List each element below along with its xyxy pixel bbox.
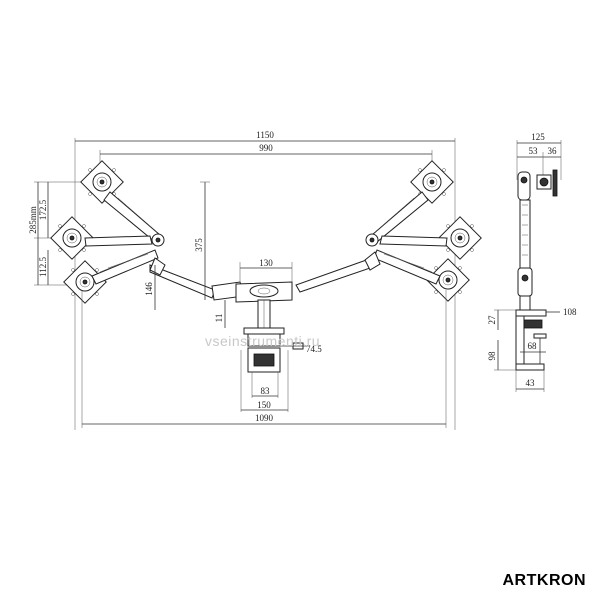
dim-pole-height: 146 [144,282,154,296]
desk-clamp [243,327,304,373]
dim-vesa-span: 285mm [28,206,38,234]
dim-bottom-width: 1090 [255,413,274,423]
dim-side-clamp-height: 98 [487,351,497,361]
dim-clamp-outer: 150 [257,400,271,410]
brand-logo: ARTKRON [502,572,586,589]
right-gas-arm [295,191,448,293]
dim-upper-step: 172.5 [38,199,48,220]
dim-base-gap: 11 [214,314,224,323]
front-view: 1150 990 285mm 172.5 112.5 [28,130,482,430]
dim-side-clamp-depth: 108 [563,307,577,317]
dim-side-part-a: 53 [529,146,539,156]
left-vesa-plate-top [80,160,124,204]
dim-side-total: 125 [531,132,545,142]
dim-arm-height: 375 [194,238,204,252]
dim-side-base-height: 27 [487,315,497,325]
watermark: vseinstrumenti.ru [205,333,320,349]
dim-clamp-offset: 74.5 [306,344,322,354]
left-gas-arm [84,191,216,299]
side-view: 125 53 36 108 27 [487,132,577,392]
dim-center-span: 130 [259,258,273,268]
dim-clamp-inner: 83 [261,386,271,396]
dim-lower-step: 112.5 [38,257,48,277]
dim-side-clamp-width: 68 [528,341,538,351]
dim-inner-width: 990 [259,143,273,153]
center-hub [211,281,293,331]
dim-overall-width: 1150 [256,130,274,140]
dim-side-part-b: 36 [548,146,558,156]
dim-side-clamp-bottom: 43 [526,378,536,388]
